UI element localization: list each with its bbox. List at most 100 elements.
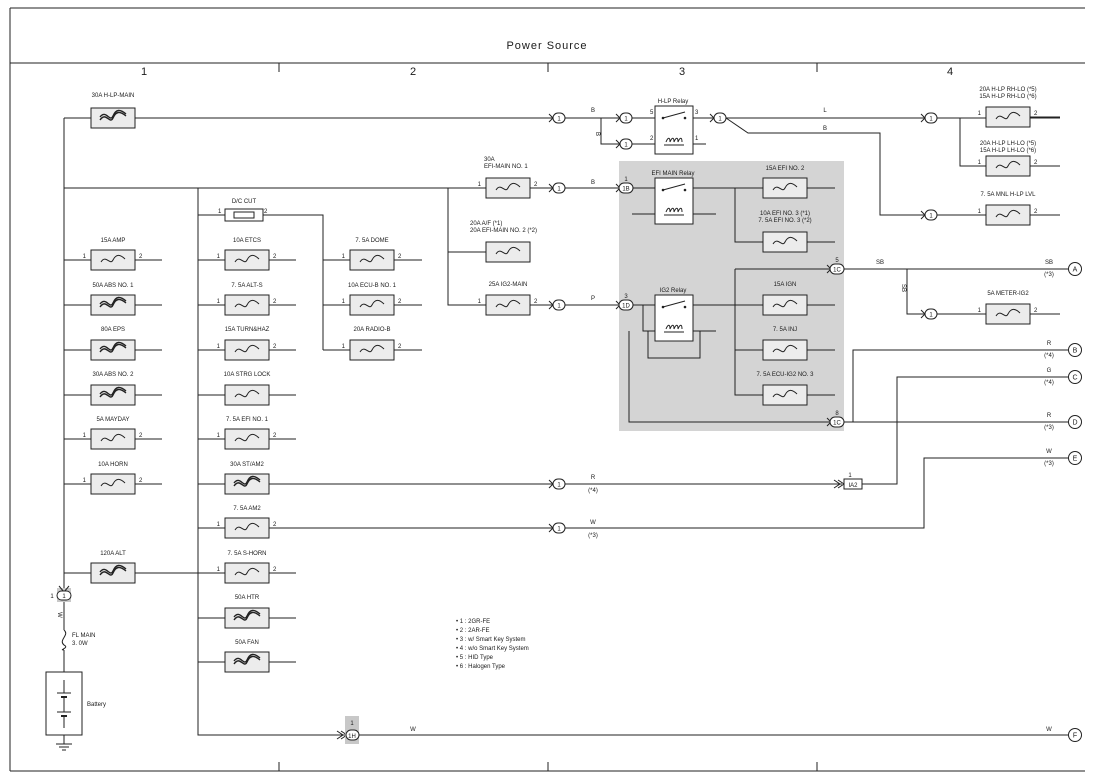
- wire-color-label: (*3): [588, 533, 598, 539]
- connector-c13: 1C8: [826, 411, 845, 428]
- svg-text:2: 2: [273, 567, 277, 573]
- svg-text:1: 1: [557, 187, 561, 193]
- column-label-3: 3: [679, 66, 685, 78]
- fuse-eps: 80A EPS: [90, 327, 136, 361]
- connector-c2: 1: [615, 112, 633, 124]
- svg-text:1: 1: [929, 214, 933, 220]
- column-label-4: 4: [947, 66, 953, 78]
- svg-text:1: 1: [342, 344, 346, 350]
- svg-text:A: A: [1073, 267, 1078, 274]
- column-label-1: 1: [141, 66, 147, 78]
- wire-color-label: (*4): [588, 488, 598, 494]
- ground-icon: [56, 743, 72, 751]
- wire-color-label: L: [823, 108, 827, 114]
- fuse-label: 30A ABS NO. 2: [92, 372, 134, 378]
- svg-text:1: 1: [83, 433, 87, 439]
- svg-text:1: 1: [557, 304, 561, 310]
- wire-color-label: W: [56, 612, 62, 618]
- fuse-label: 7. 5A EFI NO. 1: [226, 417, 269, 423]
- relay-label: IG2 Relay: [660, 288, 687, 294]
- svg-text:2: 2: [273, 433, 277, 439]
- battery-label: Battery: [87, 702, 106, 708]
- wire-color-label: W: [1046, 449, 1052, 455]
- svg-text:1: 1: [978, 209, 982, 215]
- svg-text:1: 1: [217, 433, 221, 439]
- note-2: • 2 : 2AR-FE: [456, 628, 489, 634]
- svg-text:B: B: [1073, 348, 1078, 355]
- svg-text:1: 1: [929, 313, 933, 319]
- terminal-b: B: [1068, 343, 1082, 357]
- connector-c4: 1: [709, 112, 727, 124]
- svg-text:2: 2: [534, 299, 538, 305]
- wire-color-label: R: [591, 475, 596, 481]
- wire-color-label: R: [1047, 341, 1052, 347]
- fuse-label: 15A IGN: [774, 282, 797, 288]
- svg-text:3: 3: [624, 294, 628, 300]
- fuse-label: 10A ETCS: [233, 238, 261, 244]
- fuse-label: 20A H-LP LH-LO (*5)15A H-LP LH-LO (*6): [980, 141, 1036, 154]
- dc-cut-fuse-element: [233, 211, 255, 219]
- fuse-alt: 120A ALT: [90, 551, 136, 584]
- svg-text:2: 2: [273, 254, 277, 260]
- battery-connector: 1 1: [50, 585, 72, 602]
- dc-cut-pin1: 1: [218, 209, 222, 215]
- svg-text:1: 1: [217, 522, 221, 528]
- svg-text:1: 1: [62, 594, 66, 600]
- fuse-label: 120A ALT: [100, 551, 126, 557]
- fuse-label: 5A METER-IG2: [987, 291, 1029, 297]
- svg-text:1: 1: [217, 254, 221, 260]
- fl-main-label: FL MAIN: [72, 633, 95, 639]
- fuse-label: 10A ECU-B NO. 1: [348, 283, 397, 289]
- wire-color-label: SB: [876, 260, 884, 266]
- relay-hlp: H-LP Relay: [654, 99, 694, 155]
- fuse-label: 50A FAN: [235, 640, 259, 646]
- svg-text:2: 2: [398, 299, 402, 305]
- fuse-label: 50A HTR: [235, 595, 260, 601]
- svg-text:1: 1: [50, 594, 54, 600]
- svg-text:1: 1: [557, 117, 561, 123]
- wire-color-label: (*4): [1044, 380, 1054, 386]
- column-label-2: 2: [410, 66, 416, 78]
- wire-color-label: (*4): [1044, 353, 1054, 359]
- connector-c11: 1: [548, 299, 566, 311]
- fuse-label: 10A STRG LOCK: [224, 372, 271, 378]
- svg-text:2: 2: [1034, 209, 1038, 215]
- wire-color-label: P: [591, 296, 595, 302]
- fuse-label: 10A EFI NO. 3 (*1)7. 5A EFI NO. 3 (*2): [758, 211, 811, 224]
- wire-color-label: R: [1047, 413, 1052, 419]
- svg-text:1: 1: [350, 721, 354, 727]
- connector-c5: 1: [920, 112, 938, 124]
- dc-cut-label: D/C CUT: [232, 199, 257, 205]
- ia2-connector: IA2 1: [833, 473, 863, 490]
- svg-text:2: 2: [1034, 111, 1038, 117]
- fuse-label: 20A RADIO-B: [353, 327, 390, 333]
- svg-text:1: 1: [83, 254, 87, 260]
- svg-text:C: C: [1072, 375, 1077, 382]
- svg-text:2: 2: [1034, 308, 1038, 314]
- fuse-inj: 7. 5A INJ: [762, 327, 808, 361]
- wire-color-label: W: [590, 520, 596, 526]
- connector-c10: 1: [920, 308, 938, 320]
- terminal-a: A: [1068, 262, 1082, 276]
- fuse-label: 10A HORN: [98, 462, 128, 468]
- terminal-e: E: [1068, 451, 1082, 465]
- fl-main-fusible-link: [61, 629, 67, 651]
- svg-text:1: 1: [978, 111, 982, 117]
- svg-text:2: 2: [273, 522, 277, 528]
- svg-text:1: 1: [929, 117, 933, 123]
- svg-text:1: 1: [557, 483, 561, 489]
- fuse-label: 20A A/F (*1)20A EFI-MAIN NO. 2 (*2): [470, 221, 537, 234]
- svg-text:D: D: [1072, 420, 1077, 427]
- fuse-label: 15A AMP: [101, 238, 126, 244]
